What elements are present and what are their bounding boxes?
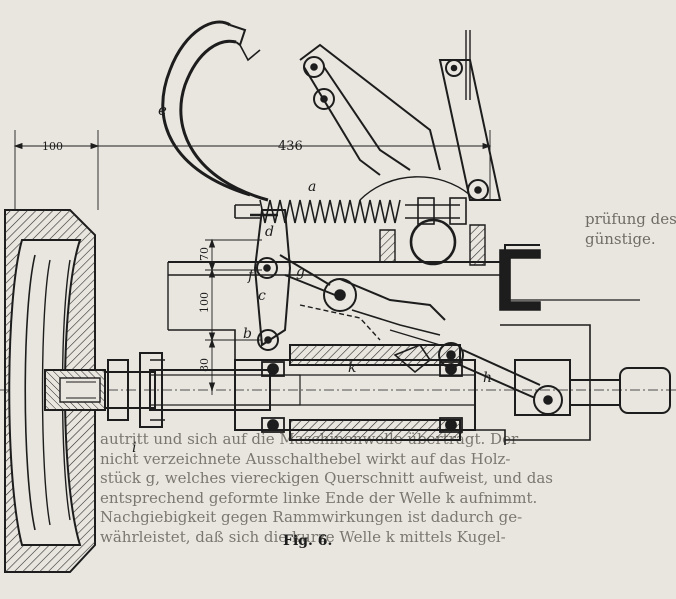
dimension-436: [98, 130, 492, 200]
part-label-g: g: [296, 264, 305, 280]
part-label-h: h: [483, 370, 492, 386]
background-text-column: prüfung des K günstige.: [585, 210, 676, 249]
dimension-100-top: [13, 130, 100, 210]
dimension-label: 70: [198, 247, 211, 261]
part-label-i: i: [132, 440, 136, 456]
background-text-line: entsprechend geformte linke Ende der Wel…: [100, 488, 538, 507]
part-label-k: k: [348, 360, 356, 376]
part-label-e: e: [158, 101, 167, 119]
background-text-line: währleistet, daß sich die kurze Welle k …: [100, 527, 506, 546]
figure-caption: Fig. 6.: [283, 533, 333, 549]
background-text-line: nicht verzeichnete Ausschalthebel wirkt …: [100, 449, 511, 468]
dimension-vertical: [205, 238, 262, 395]
background-text-line: stück g, welches viereckigen Querschnitt…: [100, 469, 554, 488]
background-text-line: günstige.: [585, 229, 656, 248]
part-label-a: a: [308, 179, 316, 195]
wheel-section: [4, 209, 106, 573]
ball-bearing: [261, 361, 463, 433]
part-label-b: b: [243, 326, 252, 342]
background-text-paragraph: autritt und sich auf die Maschinenwelle …: [100, 430, 676, 548]
part-label-d: d: [265, 224, 274, 240]
part-label-c: c: [258, 288, 266, 304]
dimension-label: 100: [198, 292, 211, 313]
dimension-label: 100: [42, 140, 63, 153]
part-label-f: f: [247, 268, 256, 284]
dimension-label: 436: [278, 139, 303, 154]
dimension-label: 80: [198, 358, 211, 372]
background-text-line: Nachgiebigkeit gegen Rammwirkungen ist d…: [100, 508, 523, 527]
spring-a: [234, 176, 471, 225]
background-text-line: prüfung des K: [585, 210, 676, 228]
